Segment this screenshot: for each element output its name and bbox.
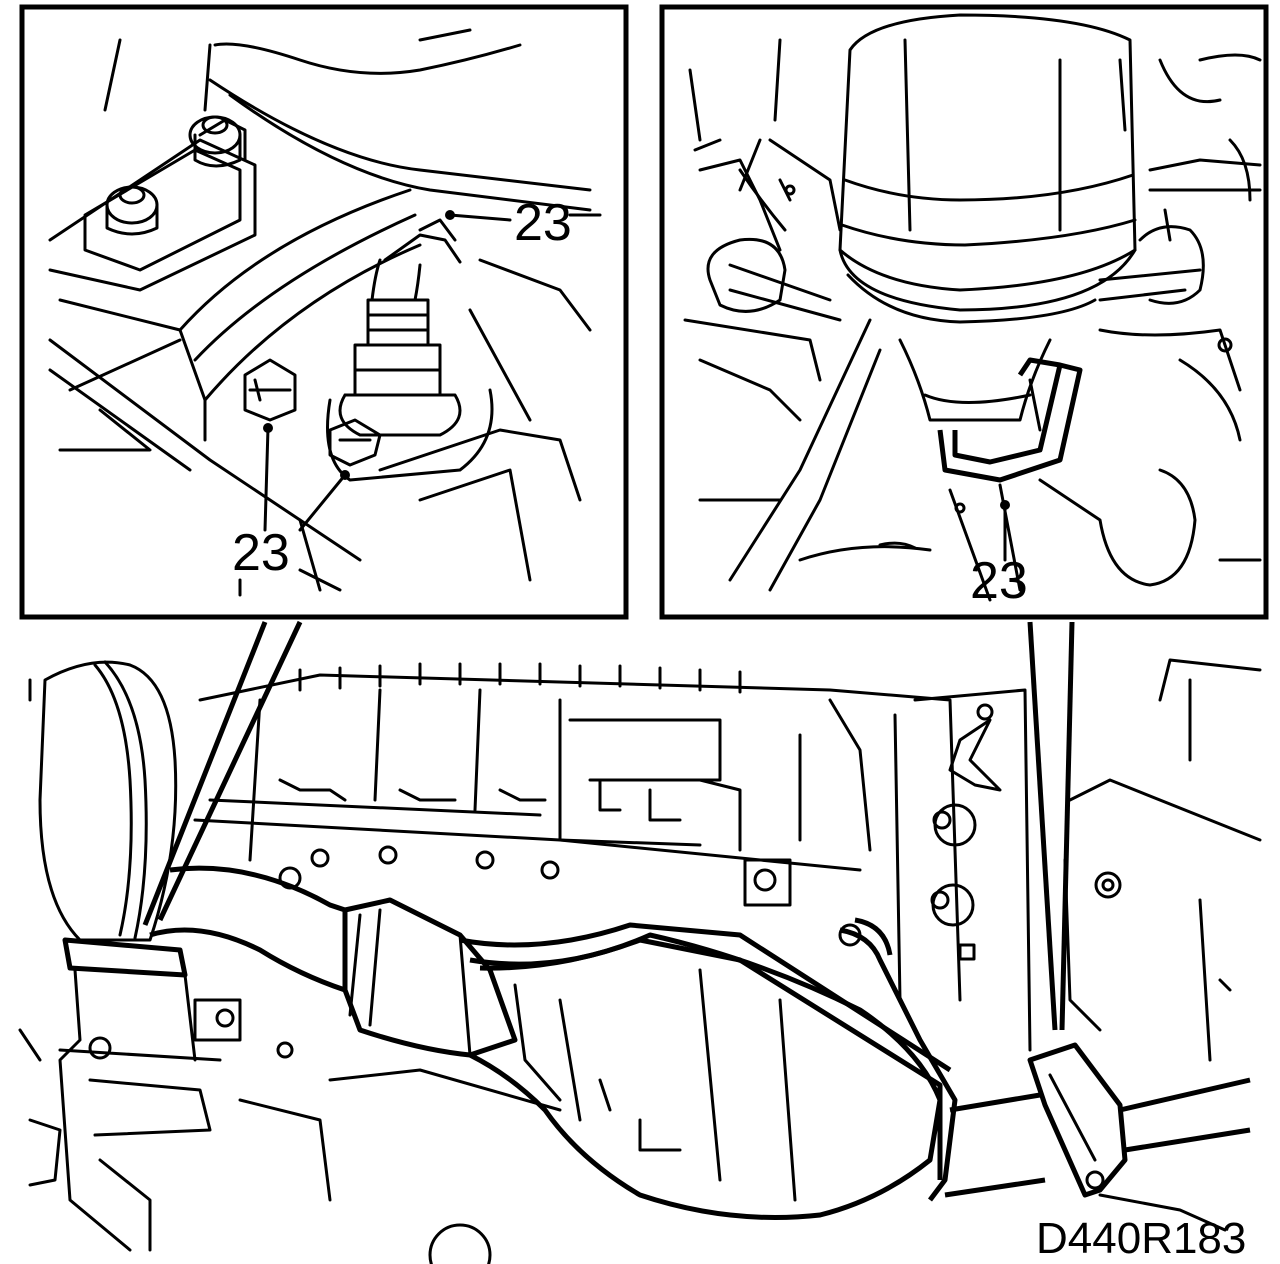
left-detail-panel: 23 23 xyxy=(19,4,629,620)
callout-dot xyxy=(340,470,350,480)
right-detail-panel: 23 xyxy=(659,4,1269,620)
callout-dot xyxy=(263,423,273,433)
right-detail-frame xyxy=(659,4,1269,620)
figure-reference: D440R183 xyxy=(1036,1214,1246,1263)
callout-label-right: 23 xyxy=(970,552,1028,610)
main-view xyxy=(18,658,1262,1264)
leader-lines xyxy=(142,620,1075,1031)
callout-dot xyxy=(1000,500,1010,510)
callout-dot xyxy=(445,210,455,220)
callout-label-top: 23 xyxy=(514,194,572,252)
callout-label-bottom: 23 xyxy=(232,524,290,582)
left-detail-frame xyxy=(19,4,629,620)
